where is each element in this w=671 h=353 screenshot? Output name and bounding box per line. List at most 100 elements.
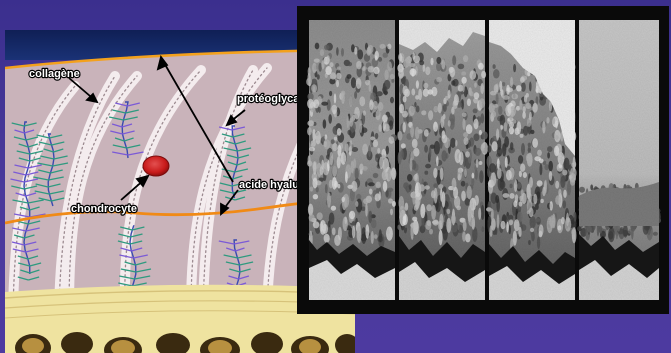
tissue-texture	[374, 234, 378, 239]
tissue-texture	[491, 209, 494, 221]
tissue-texture	[384, 91, 389, 95]
tissue-texture	[324, 45, 329, 51]
tissue-texture	[530, 228, 534, 232]
tissue-texture	[493, 104, 498, 108]
tissue-texture	[384, 80, 391, 90]
tissue-texture	[532, 103, 537, 113]
tissue-texture	[453, 100, 457, 106]
tissue-texture	[506, 222, 509, 233]
tissue-texture	[497, 168, 502, 179]
tissue-texture	[473, 134, 479, 142]
tissue-texture	[519, 99, 522, 110]
tissue-texture	[608, 227, 615, 242]
tissue-texture	[530, 130, 534, 134]
tissue-texture	[439, 214, 443, 229]
tissue-texture	[362, 144, 368, 155]
tissue-texture	[481, 226, 484, 232]
tissue-texture	[337, 128, 341, 136]
tissue-texture	[458, 64, 465, 70]
tissue-texture	[365, 203, 368, 217]
tissue-texture	[473, 109, 478, 114]
tissue-texture	[369, 99, 373, 110]
tissue-texture	[312, 63, 317, 74]
tissue-texture	[587, 226, 592, 233]
tissue-texture	[411, 222, 414, 240]
tissue-texture	[313, 178, 318, 189]
tissue-texture	[474, 148, 481, 156]
tissue-texture	[510, 77, 513, 87]
tissue-texture	[334, 235, 341, 246]
tissue-texture	[349, 96, 352, 107]
tissue-texture	[526, 93, 529, 98]
tissue-texture	[481, 205, 485, 220]
tissue-texture	[426, 204, 432, 211]
tissue-texture	[518, 155, 523, 164]
tissue-texture	[560, 157, 564, 166]
tissue-texture	[320, 49, 324, 56]
hyaluronic-acid-label: acide hyalu	[239, 179, 299, 191]
tissue-texture	[425, 185, 430, 189]
tissue-texture	[354, 91, 357, 99]
tissue-texture	[400, 149, 404, 159]
tissue-texture	[401, 143, 406, 148]
tissue-texture	[465, 151, 470, 157]
tissue-texture	[434, 106, 439, 113]
tissue-texture	[345, 143, 349, 152]
tissue-texture	[470, 200, 474, 210]
tissue-texture	[533, 194, 537, 205]
tissue-texture	[558, 225, 562, 230]
tissue-texture	[414, 102, 416, 107]
tissue-texture	[423, 64, 426, 72]
tissue-texture	[410, 68, 417, 76]
tissue-texture	[436, 156, 439, 166]
tissue-texture	[313, 99, 319, 108]
tissue-texture	[448, 120, 451, 127]
tissue-texture	[313, 161, 317, 175]
tissue-texture	[415, 127, 420, 140]
tissue-texture	[308, 67, 311, 76]
tissue-texture	[463, 55, 468, 62]
tissue-texture	[497, 214, 500, 228]
tissue-texture	[389, 136, 395, 144]
tissue-texture	[386, 190, 389, 197]
tissue-texture	[571, 162, 576, 167]
tissue-texture	[571, 229, 574, 235]
tissue-texture	[307, 127, 312, 135]
collagen-label: collagène	[29, 68, 80, 80]
tissue-texture	[373, 173, 379, 178]
tissue-texture	[325, 184, 328, 193]
tissue-texture	[540, 199, 544, 203]
tissue-texture	[554, 130, 560, 142]
tissue-texture	[413, 175, 418, 182]
tissue-texture	[509, 225, 511, 234]
tissue-texture	[341, 92, 345, 104]
tissue-texture	[332, 143, 338, 151]
tissue-texture	[420, 204, 425, 219]
tissue-texture	[406, 186, 409, 193]
tissue-texture	[563, 200, 567, 208]
tissue-texture	[564, 158, 570, 171]
tissue-texture	[514, 179, 517, 192]
tissue-texture	[450, 138, 455, 148]
tissue-texture	[456, 205, 461, 210]
tissue-texture	[431, 205, 436, 220]
tissue-texture	[331, 206, 336, 211]
tissue-texture	[368, 182, 375, 186]
tissue-texture	[521, 82, 526, 92]
tissue-texture	[465, 233, 471, 242]
tissue-texture	[429, 147, 432, 159]
tissue-texture	[570, 178, 575, 186]
tissue-texture	[451, 215, 456, 225]
tissue-texture	[445, 96, 449, 100]
tissue-texture	[478, 63, 484, 70]
tissue-texture	[509, 219, 513, 225]
tissue-texture	[336, 73, 341, 80]
tissue-texture	[523, 172, 527, 178]
tissue-texture	[549, 215, 555, 228]
tissue-texture	[464, 137, 469, 145]
tissue-texture	[424, 129, 429, 137]
tissue-texture	[463, 220, 467, 231]
tissue-texture	[409, 63, 416, 67]
tissue-texture	[509, 122, 514, 128]
tissue-texture	[313, 194, 318, 199]
